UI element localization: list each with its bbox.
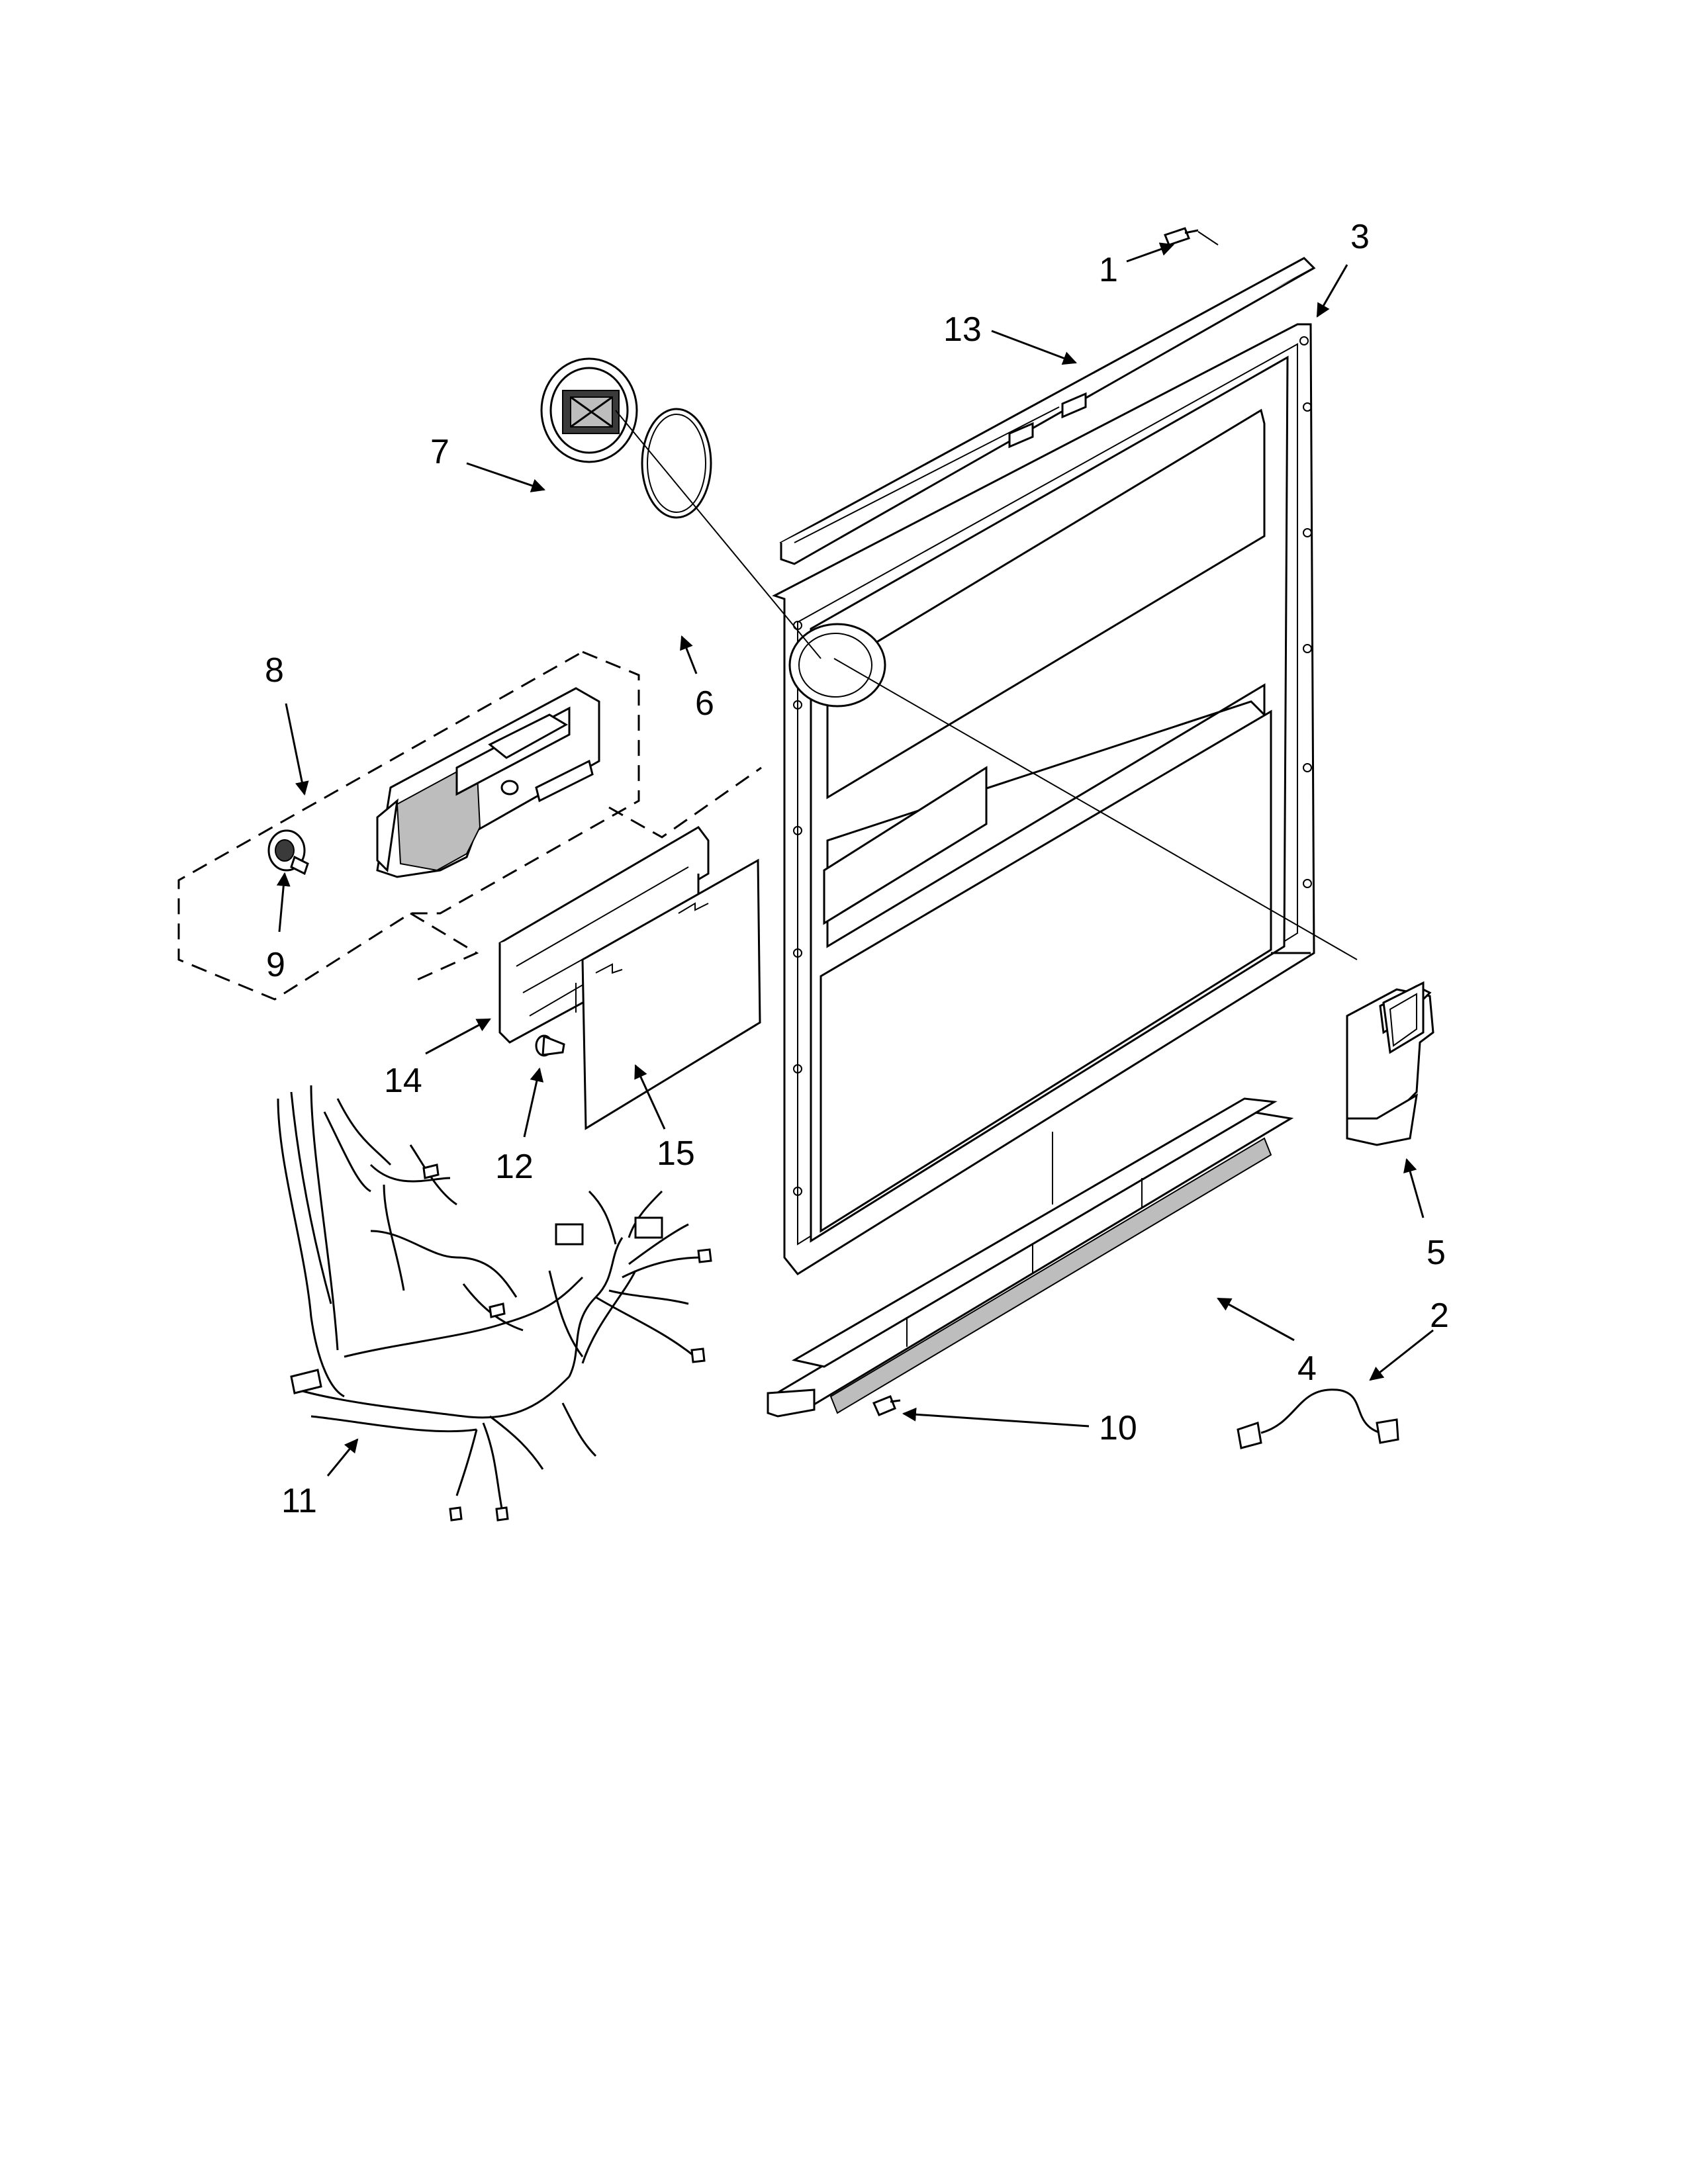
callout-1: 1 bbox=[1099, 251, 1118, 289]
callout-2: 2 bbox=[1430, 1297, 1449, 1335]
callout-labels: 1 3 13 7 6 8 9 14 12 15 5 4 10 2 11 bbox=[265, 218, 1449, 1520]
screw-12 bbox=[535, 1034, 565, 1057]
callout-7: 7 bbox=[430, 433, 449, 471]
vent bbox=[540, 357, 638, 463]
callout-15: 15 bbox=[657, 1134, 695, 1173]
callout-11: 11 bbox=[281, 1482, 317, 1520]
callout-14: 14 bbox=[384, 1062, 422, 1100]
callout-13: 13 bbox=[943, 310, 982, 349]
wire-harness-short bbox=[1237, 1388, 1399, 1449]
leader-lines bbox=[276, 242, 1434, 1477]
rinse-aid-cap bbox=[267, 829, 309, 876]
dispenser-assembly bbox=[177, 651, 762, 1001]
door-latch bbox=[1346, 981, 1434, 1146]
harness-connectors bbox=[290, 1163, 712, 1522]
callout-8: 8 bbox=[265, 651, 284, 690]
inner-door-panel bbox=[772, 257, 1316, 1275]
callout-5: 5 bbox=[1427, 1234, 1446, 1272]
vent-gasket bbox=[641, 408, 712, 519]
callout-4: 4 bbox=[1297, 1349, 1317, 1388]
screw-top bbox=[1164, 227, 1219, 246]
callout-9: 9 bbox=[266, 946, 285, 984]
board-cover bbox=[581, 858, 761, 1130]
callout-10: 10 bbox=[1099, 1409, 1137, 1447]
screw-10 bbox=[872, 1395, 901, 1416]
callout-12: 12 bbox=[495, 1148, 534, 1186]
wire-harness-main bbox=[277, 1085, 702, 1516]
callout-6: 6 bbox=[695, 684, 714, 723]
bottom-trim bbox=[767, 1097, 1294, 1418]
callout-3: 3 bbox=[1350, 218, 1370, 256]
